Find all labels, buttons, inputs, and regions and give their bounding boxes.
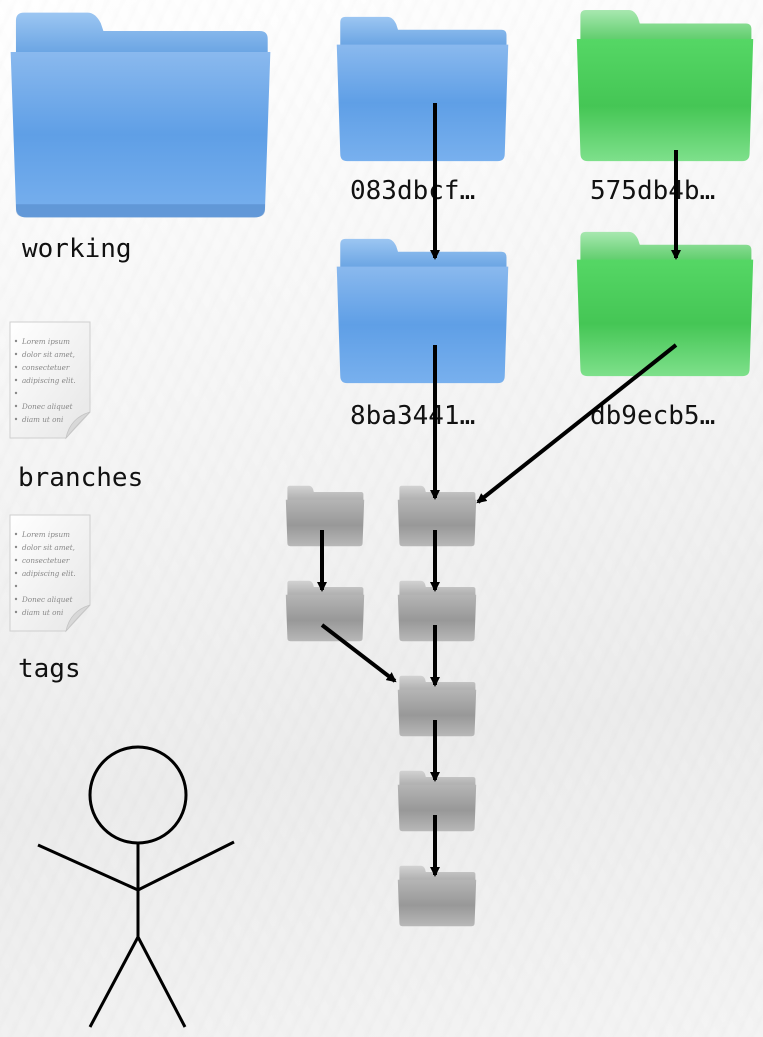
branches-document-icon[interactable]: Lorem ipsum dolor sit amet, consectetuer ad… <box>8 320 93 442</box>
svg-text:Donec aliquet: Donec aliquet <box>21 402 73 411</box>
commit-hash-label: 575db4b… <box>590 176 716 206</box>
svg-text:dolor sit amet,: dolor sit amet, <box>22 350 75 359</box>
commit-hash-label: db9ecb5… <box>590 401 716 431</box>
commit-folder-icon[interactable] <box>397 770 477 832</box>
commit-folder-icon[interactable] <box>285 485 365 547</box>
commit-folder-icon[interactable] <box>397 580 477 642</box>
commit-hash-label: 083dbcf… <box>350 176 476 206</box>
svg-text:Lorem ipsum: Lorem ipsum <box>21 337 70 346</box>
working-label: working <box>22 234 132 264</box>
tags-document-icon[interactable]: Lorem ipsum dolor sit amet, consectetuer ad… <box>8 513 93 635</box>
svg-text:consectetuer: consectetuer <box>22 556 70 565</box>
svg-text:dolor sit amet,: dolor sit amet, <box>22 543 75 552</box>
commit-hash-label: 8ba3441… <box>350 401 476 431</box>
commit-folder-icon[interactable] <box>335 15 510 163</box>
svg-text:adipiscing elit.: adipiscing elit. <box>22 569 76 578</box>
branches-label: branches <box>18 463 144 493</box>
commit-folder-icon[interactable] <box>335 237 510 385</box>
commit-folder-icon[interactable] <box>575 8 755 163</box>
commit-folder-icon[interactable] <box>397 865 477 927</box>
svg-text:diam ut oni: diam ut oni <box>22 415 63 424</box>
working-folder-icon[interactable] <box>8 10 273 220</box>
commit-folder-icon[interactable] <box>285 580 365 642</box>
commit-folder-icon[interactable] <box>575 230 755 378</box>
svg-text:Donec aliquet: Donec aliquet <box>21 595 73 604</box>
commit-folder-icon[interactable] <box>397 485 477 547</box>
svg-text:diam ut oni: diam ut oni <box>22 608 63 617</box>
stick-figure-icon <box>37 745 235 1028</box>
svg-text:adipiscing elit.: adipiscing elit. <box>22 376 76 385</box>
svg-text:consectetuer: consectetuer <box>22 363 70 372</box>
commit-folder-icon[interactable] <box>397 675 477 737</box>
svg-text:Lorem ipsum: Lorem ipsum <box>21 530 70 539</box>
tags-label: tags <box>18 654 81 684</box>
